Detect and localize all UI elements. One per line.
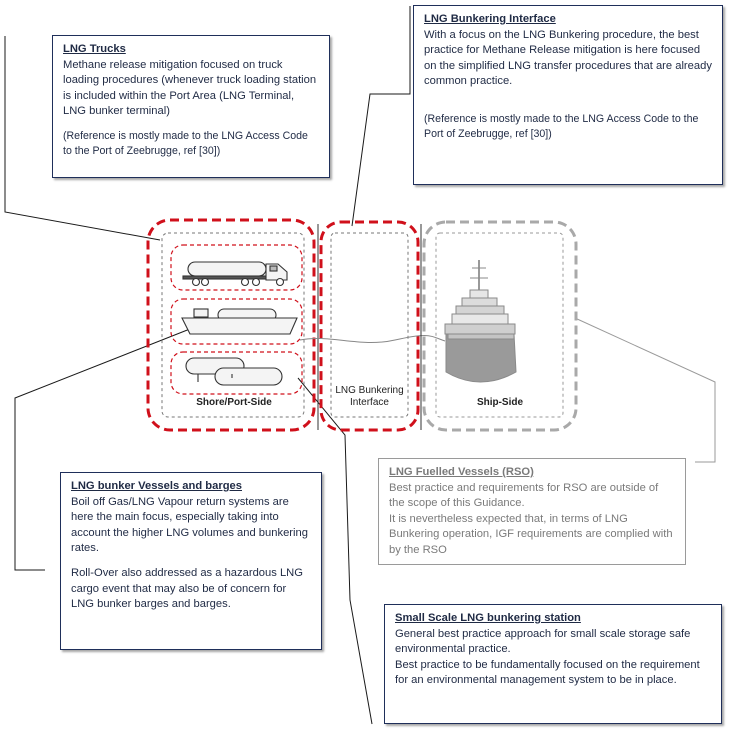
- small-scale-station-title: Small Scale LNG bunkering station: [395, 612, 581, 624]
- lng-bunker-vessels-body2: Roll-Over also addressed as a hazardous …: [71, 566, 303, 611]
- lng-trucks-title: LNG Trucks: [63, 43, 126, 55]
- lng-fuelled-vessels-body: Best practice and requirements for RSO a…: [389, 481, 659, 510]
- lng-bunker-vessels-title: LNG bunker Vessels and barges: [71, 480, 242, 492]
- interface-inner: [330, 232, 409, 418]
- small-scale-station-body: General best practice approach for small…: [395, 627, 691, 656]
- shore-side-label: Shore/Port-Side: [196, 397, 272, 408]
- lng-bunkering-interface-body: With a focus on the LNG Bunkering proced…: [424, 28, 712, 88]
- lng-bunker-vessels-body: Boil off Gas/LNG Vapour return systems a…: [71, 495, 308, 555]
- connector-vessels: [14, 324, 201, 571]
- small-scale-station-box: Small Scale LNG bunkering station Genera…: [384, 604, 722, 724]
- lng-trucks-ref: (Reference is mostly made to the LNG Acc…: [63, 129, 308, 157]
- interface-label-line1: LNG Bunkering: [335, 385, 404, 396]
- ship-side-label: Ship-Side: [476, 397, 524, 408]
- lng-bunkering-interface-title: LNG Bunkering Interface: [424, 13, 556, 25]
- shore-side-zone: [146, 218, 316, 432]
- transfer-hose: [299, 334, 446, 343]
- connector-fuelled: [574, 317, 716, 463]
- connector-interface: [351, 6, 411, 227]
- lng-bunkering-interface-ref: (Reference is mostly made to the LNG Acc…: [424, 112, 699, 140]
- lng-trucks-box: LNG Trucks Methane release mitigation fo…: [52, 35, 330, 178]
- shore-side-inner: [161, 232, 305, 418]
- ship-icon: [444, 260, 517, 383]
- lng-fuelled-vessels-title: LNG Fuelled Vessels (RSO): [389, 466, 534, 478]
- connector-trucks: [4, 36, 161, 241]
- lng-trucks-body: Methane release mitigation focused on tr…: [63, 58, 317, 118]
- bunker-vessel-icon: [181, 308, 298, 335]
- small-scale-station-body2: Best practice to be fundamentally focuse…: [395, 658, 700, 687]
- ship-side-zone: [422, 220, 578, 432]
- lng-bunkering-interface-box: LNG Bunkering Interface With a focus on …: [413, 5, 723, 185]
- lng-bunker-vessels-box: LNG bunker Vessels and barges Boil off G…: [60, 472, 322, 650]
- interface-zone: [319, 220, 420, 432]
- lng-fuelled-vessels-body2: It is nevertheless expected that, in ter…: [389, 512, 673, 556]
- ship-side-inner: [435, 232, 564, 418]
- interface-label: LNG Bunkering Interface: [322, 385, 417, 409]
- vessel-zone: [170, 298, 303, 345]
- truck-zone: [170, 244, 303, 291]
- storage-tanks-icon: [185, 357, 283, 386]
- station-zone: [170, 351, 303, 395]
- interface-label-line2: Interface: [350, 397, 389, 408]
- lng-fuelled-vessels-box: LNG Fuelled Vessels (RSO) Best practice …: [378, 458, 686, 565]
- truck-icon: [182, 261, 288, 287]
